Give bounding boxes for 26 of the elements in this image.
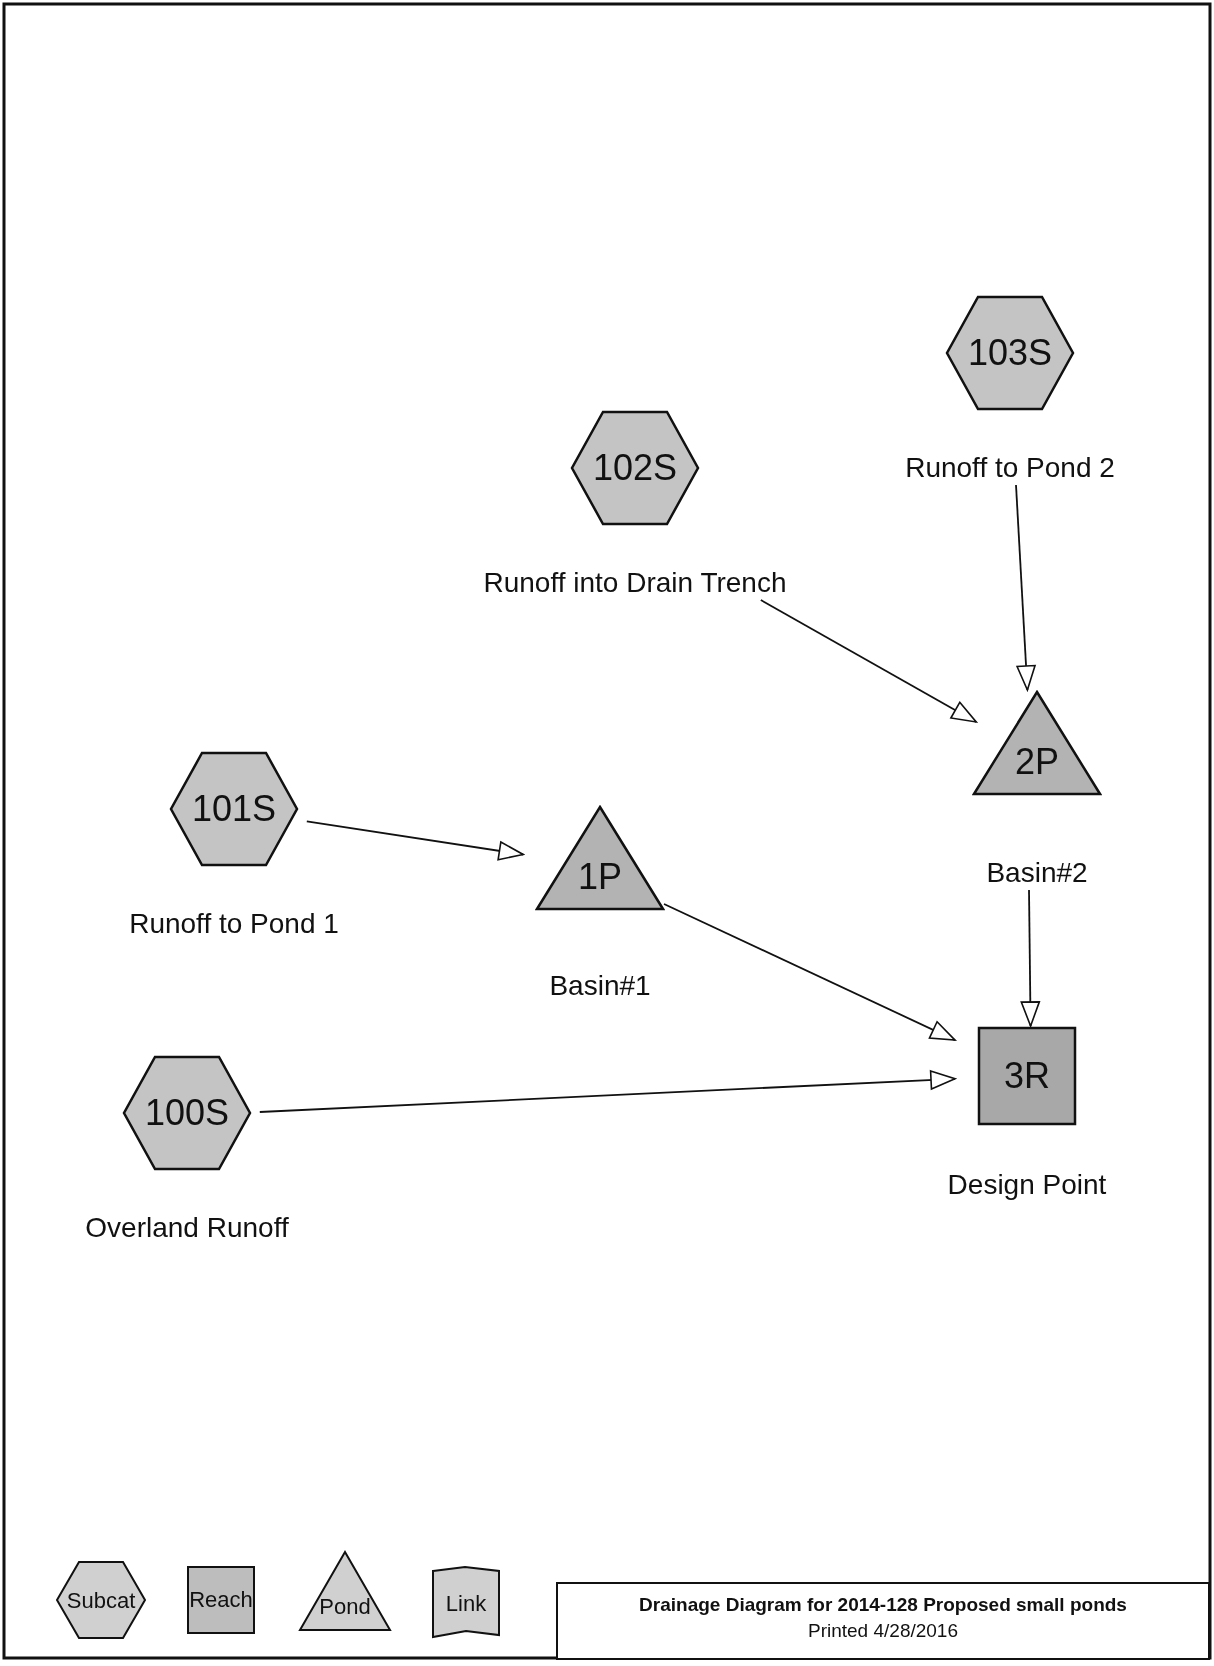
node-label: Basin#1 [548,969,652,1003]
flow-arrow [1020,889,1041,1027]
flow-arrow [258,1070,956,1113]
diagram-title: Drainage Diagram for 2014-128 Proposed small ponds [638,1594,1128,1616]
legend-label: Reach [188,1589,254,1611]
legend-label: Subcat [65,1590,137,1612]
node-label: Runoff into Drain Trench [482,566,788,600]
node-label: Overland Runoff [84,1211,290,1245]
flow-arrow [1015,484,1036,691]
flow-arrow [305,820,525,861]
node-label: Design Point [946,1168,1108,1202]
node-label: Runoff to Pond 2 [904,451,1116,485]
node-label: Runoff to Pond 1 [128,907,340,941]
print-date-note: Printed 4/28/2016 [807,1620,959,1642]
node-id: 1P [576,859,623,895]
flow-arrow [663,903,956,1041]
flow-arrow [759,599,978,723]
node-id: 102S [591,450,679,486]
node-label: Basin#2 [985,856,1089,890]
legend-label: Link [444,1593,488,1615]
node-id: 103S [966,335,1054,371]
node-id: 101S [190,791,278,827]
node-id: 3R [1003,1058,1051,1094]
node-id: 2P [1013,744,1060,780]
node-id: 100S [143,1095,231,1131]
legend-label: Pond [318,1596,372,1618]
